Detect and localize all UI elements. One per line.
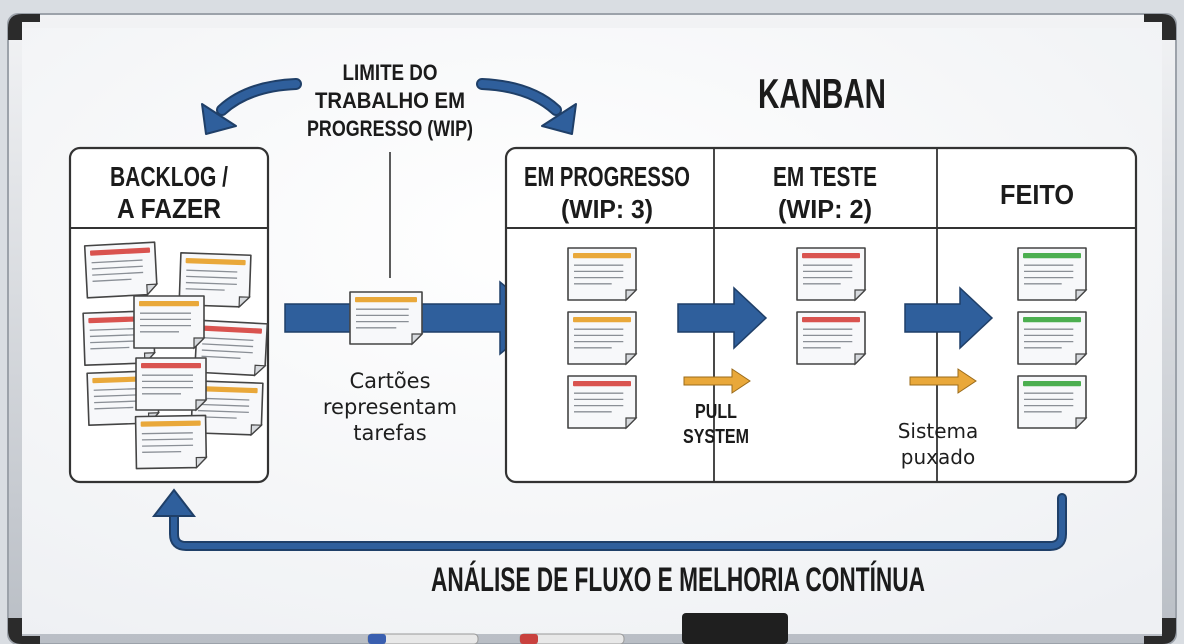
card-note-line: representam (323, 395, 457, 419)
column-card (796, 247, 867, 302)
flow-arrow-icon (677, 286, 768, 350)
flow-arrow-icon (904, 286, 994, 350)
card-note-line: Cartões (349, 369, 430, 393)
column-card (567, 311, 638, 366)
wip-note-line: PROGRESSO (WIP) (307, 116, 473, 141)
pull-system-pt: puxado (901, 445, 975, 469)
backlog-card (134, 414, 208, 470)
wip-limit-note: LIMITE DO TRABALHO EM PROGRESSO (WIP) (307, 60, 473, 141)
backlog-card (83, 241, 159, 299)
eraser (682, 613, 788, 644)
column-card (796, 311, 867, 366)
curved-arrow-right-icon (476, 78, 577, 135)
pull-arrow-icon (683, 368, 751, 394)
curved-arrow-left-icon (201, 78, 302, 135)
pull-arrow-icon (909, 368, 977, 394)
frame-corner (1144, 14, 1176, 40)
wip-note-line: LIMITE DO (343, 60, 438, 85)
frame-corner (8, 618, 40, 644)
column-wip-in-progress: (WIP: 3) (561, 194, 653, 224)
pull-system-label: SYSTEM (683, 426, 749, 448)
frame-corner (8, 14, 40, 40)
column-card (1017, 311, 1088, 366)
backlog-label: A FAZER (117, 193, 221, 224)
backlog-card (193, 319, 269, 377)
feedback-arrowhead-icon (151, 488, 197, 517)
task-card-moving (349, 291, 424, 346)
pull-system-pt: Sistema (898, 419, 979, 443)
column-card (1017, 247, 1088, 302)
column-label-testing: EM TESTE (773, 161, 877, 192)
frame-corner (1144, 618, 1176, 644)
backlog-card (133, 295, 206, 350)
feedback-label: ANÁLISE DE FLUXO E MELHORIA CONTÍNUA (431, 561, 925, 599)
column-label-in-progress: EM PROGRESSO (524, 161, 690, 192)
column-card (1017, 375, 1088, 430)
column-wip-testing: (WIP: 2) (778, 194, 872, 224)
page-title: KANBAN (758, 70, 886, 117)
backlog-label: BACKLOG / (110, 161, 228, 192)
pull-system-label: PULL (695, 401, 737, 423)
backlog-card (190, 379, 264, 437)
backlog-card (135, 357, 208, 412)
column-card (567, 247, 638, 302)
wip-note-line: TRABALHO EM (315, 88, 465, 113)
column-label-done: FEITO (1000, 179, 1074, 210)
column-card (567, 375, 638, 430)
card-note-line: tarefas (353, 421, 426, 445)
